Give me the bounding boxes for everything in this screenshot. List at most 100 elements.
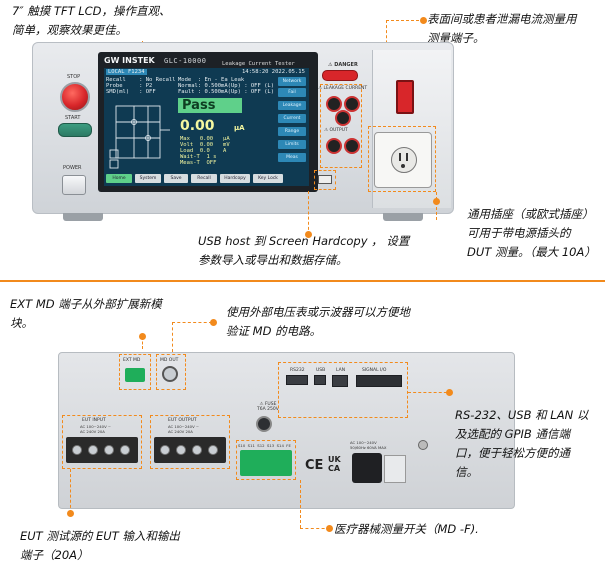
leakage-terminal-c[interactable] [335, 110, 351, 126]
leader-ext-md [142, 337, 143, 349]
leader-md-switch-v [300, 480, 301, 528]
soft-button-hardcopy[interactable]: Hardcopy [220, 174, 250, 183]
usb-highlight-box [314, 170, 336, 190]
interfaces-highlight-box [278, 362, 408, 418]
output-terminal-a[interactable] [326, 138, 342, 154]
md-switch-terminal[interactable] [240, 450, 292, 476]
rs232-port[interactable] [286, 375, 308, 385]
leakage-terminal-a[interactable] [326, 96, 342, 112]
power-label: POWER [63, 165, 82, 171]
socket-highlight-box [368, 126, 436, 192]
eut-output-terminal-block[interactable] [154, 437, 226, 463]
eut-output-screw [176, 445, 186, 455]
socket-pin-left [399, 153, 401, 161]
start-label: START [65, 115, 81, 121]
md-out-label: MD OUT [160, 358, 179, 363]
lcd-tab-local[interactable]: LOCAL [106, 69, 127, 75]
eut-input-screw [104, 445, 114, 455]
soft-button-system[interactable]: System [135, 174, 161, 183]
side-button-network[interactable]: Network [278, 77, 306, 86]
brand-logo: GW INSTEK [104, 56, 155, 65]
fuse-holder[interactable] [256, 416, 272, 432]
side-button-range[interactable]: Range [278, 127, 306, 136]
socket-face [391, 147, 417, 173]
ground-terminal[interactable] [418, 440, 428, 450]
leader-usb [308, 191, 309, 235]
leakage-label: ⚠ LEAKAGE CURRENT [318, 86, 368, 91]
caption-lcd: 7″ 触摸 TFT LCD，操作直观、 简单，观察效果更佳。 [12, 4, 171, 37]
side-button-limits[interactable]: Limits [278, 140, 306, 149]
usb-rear-label: USB [316, 368, 326, 373]
signal-io-port[interactable] [356, 375, 402, 387]
leader-dot-eut [67, 510, 74, 517]
usb-device-port[interactable] [314, 375, 326, 385]
side-button-fail[interactable]: Fail [278, 88, 306, 97]
start-button[interactable] [58, 123, 92, 137]
ukca-mark: UK CA [328, 455, 341, 473]
eut-output-highlight-box [150, 415, 230, 469]
lcd-datetime: 14:58:20 2022.05.15 [242, 69, 305, 75]
ext-md-terminal[interactable] [125, 368, 145, 382]
caption-interfaces: RS-232、USB 和 LAN 以 及选配的 GPIB 通信端 口，便于轻松方… [455, 408, 589, 479]
danger-label: ⚠ DANGER [328, 62, 358, 68]
lan-port[interactable] [332, 375, 348, 387]
model-name: GLC-10000 [164, 57, 207, 65]
eut-input-highlight-box [62, 415, 142, 469]
ext-md-highlight-box [119, 354, 151, 390]
warning-plate [384, 455, 406, 483]
leader-leakage-h [386, 20, 424, 21]
eut-input-terminal-block[interactable] [66, 437, 138, 463]
caption-eut-terminals: EUT 测试源的 EUT 输入和输出 端子（20A） [20, 529, 180, 562]
lcd-value-unit: μA [234, 124, 245, 132]
md-out-highlight-box [156, 354, 186, 390]
leakage-terminal-b[interactable] [344, 96, 360, 112]
caption-socket: 通用插座（或欧式插座） 可用于带电源插头的 DUT 测量。（最大 10A） [467, 207, 596, 259]
lcd-readings: Max 0.00 μA Volt 0.00 mV Load 0.0 A Wait… [180, 136, 230, 166]
eut-input-screw [72, 445, 82, 455]
eut-output-label: EUT OUTPUT [168, 418, 197, 423]
usb-host-port[interactable] [318, 175, 332, 184]
stop-button[interactable] [60, 82, 90, 112]
md-switch-highlight-box [236, 440, 296, 480]
power-button[interactable] [62, 175, 86, 195]
soft-button-home[interactable]: Home [106, 174, 132, 183]
output-terminal-b[interactable] [344, 138, 360, 154]
lcd-params-right: Mode : En - Ea Leak Normal: 0.500mA(Up) … [178, 77, 275, 95]
leader-interfaces-h [408, 392, 452, 393]
caption-usb-host: USB host 到 Screen Hardcopy ， 设置 参数导入或导出和… [198, 234, 410, 267]
ce-mark: CE [305, 458, 324, 473]
eut-input-spec: AC 100~240V ~ AC 240V 20A [80, 424, 112, 434]
caption-md-switch: 医疗器械测量开关（MD -F). [334, 522, 479, 536]
leader-socket [436, 192, 437, 220]
fuse-label: ⚠ FUSE T6A 250V [257, 402, 279, 412]
lcd-status: Pass [178, 98, 242, 113]
leakage-highlight-box [320, 84, 362, 168]
side-button-leakage[interactable]: Leakage [278, 101, 306, 110]
md-switch-labels: S10 S11 S12 S13 S14 FE [238, 443, 291, 448]
soft-button-save[interactable]: Save [164, 174, 188, 183]
eut-input-screw [88, 445, 98, 455]
eut-output-screw [192, 445, 202, 455]
leader-dot-external [210, 319, 217, 326]
lcd-tab-file[interactable]: F1234 [126, 69, 147, 75]
socket-power-switch[interactable] [396, 80, 414, 114]
socket-pin-earth [401, 164, 405, 168]
signal-io-label: SIGNAL I/O [362, 368, 387, 373]
mains-inlet[interactable] [352, 453, 382, 483]
soft-button-recall[interactable]: Recall [191, 174, 217, 183]
leader-eut [70, 469, 71, 513]
lan-label: LAN [336, 368, 346, 373]
soft-button-key-lock[interactable]: Key Lock [253, 174, 283, 183]
side-button-current[interactable]: Current [278, 114, 306, 123]
universal-socket[interactable] [374, 132, 432, 188]
circuit-diagram [109, 105, 170, 169]
lcd-subtitle: Leakage Current Tester [222, 61, 295, 67]
leader-dot-usb [305, 231, 312, 238]
leader-dot-interfaces [446, 389, 453, 396]
side-button-meas[interactable]: Meas [278, 153, 306, 162]
leader-dot-ext-md [139, 333, 146, 340]
leader-dot-socket [433, 198, 440, 205]
lcd-screen: LOCAL F1234 Leakage Current Tester 14:58… [104, 61, 309, 186]
ext-md-label: EXT MD [123, 358, 141, 363]
md-out-bnc[interactable] [162, 366, 178, 382]
